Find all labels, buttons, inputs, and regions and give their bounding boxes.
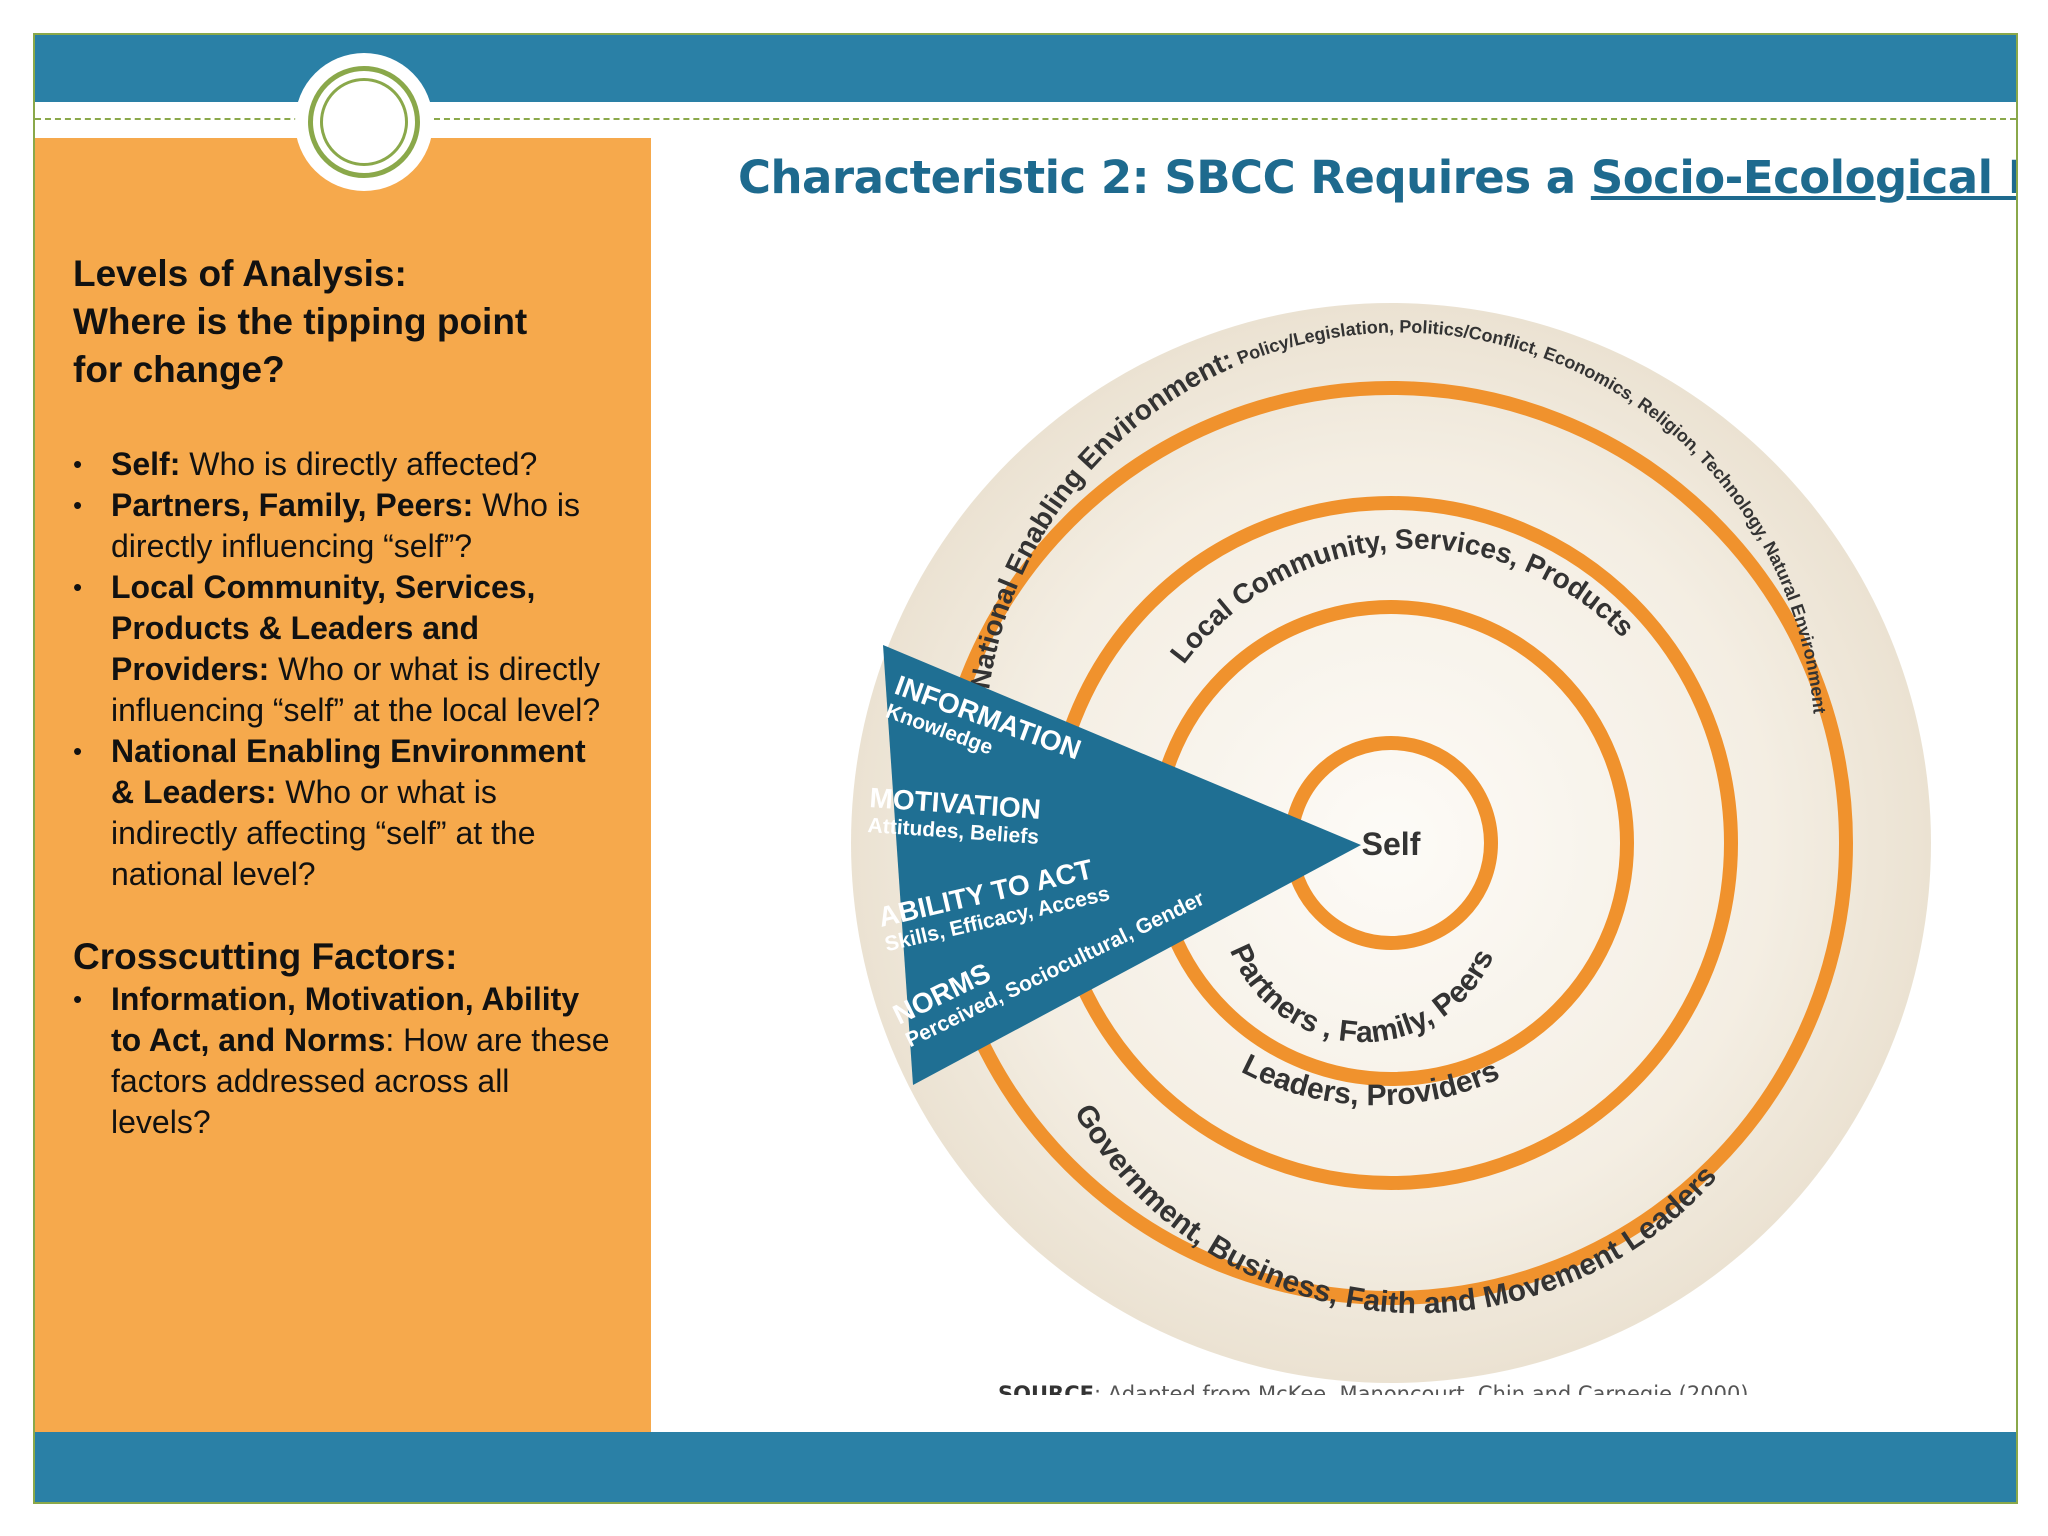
slide: Levels of Analysis: Where is the tipping… [33,33,2018,1504]
list-item: •Self: Who is directly affected? [73,446,538,482]
factors-wedge [883,645,1361,1085]
socio-ecological-diagram: National Enabling Environment: Policy/Le… [851,303,1931,1395]
levels-list: •Self: Who is directly affected? •Partne… [73,444,613,895]
crosscutting-list: •Information, Motivation, Ability to Act… [73,979,613,1143]
left-panel: Levels of Analysis: Where is the tipping… [35,138,651,1473]
heading-line-1: Levels of Analysis: [73,253,407,294]
left-panel-content: Levels of Analysis: Where is the tipping… [73,250,613,1143]
list-item: •Local Community, Services, Products & L… [73,569,601,728]
heading-line-3: for change? [73,349,285,390]
dashed-divider [35,118,2016,120]
background-disc [851,303,1931,1383]
center-self-label: Self [1362,826,1421,862]
source-note: SOURCE: Adapted from McKee, Manoncourt, … [998,1382,1749,1395]
list-item: •National Enabling Environment & Leaders… [73,733,586,892]
heading-line-2: Where is the tipping point [73,301,528,342]
bottom-banner [35,1432,2016,1502]
list-item: •Information, Motivation, Ability to Act… [73,981,610,1140]
panel-heading: Levels of Analysis: Where is the tipping… [73,250,613,394]
list-item: •Partners, Family, Peers: Who is directl… [73,487,580,564]
crosscutting-heading: Crosscutting Factors: [73,936,458,977]
title-prefix: Characteristic 2: SBCC Requires a [738,151,1591,204]
slide-title: Characteristic 2: SBCC Requires a Socio-… [738,151,2016,204]
title-link[interactable]: Socio-Ecological Model [1590,151,2016,204]
circle-emblem-icon [295,53,433,191]
